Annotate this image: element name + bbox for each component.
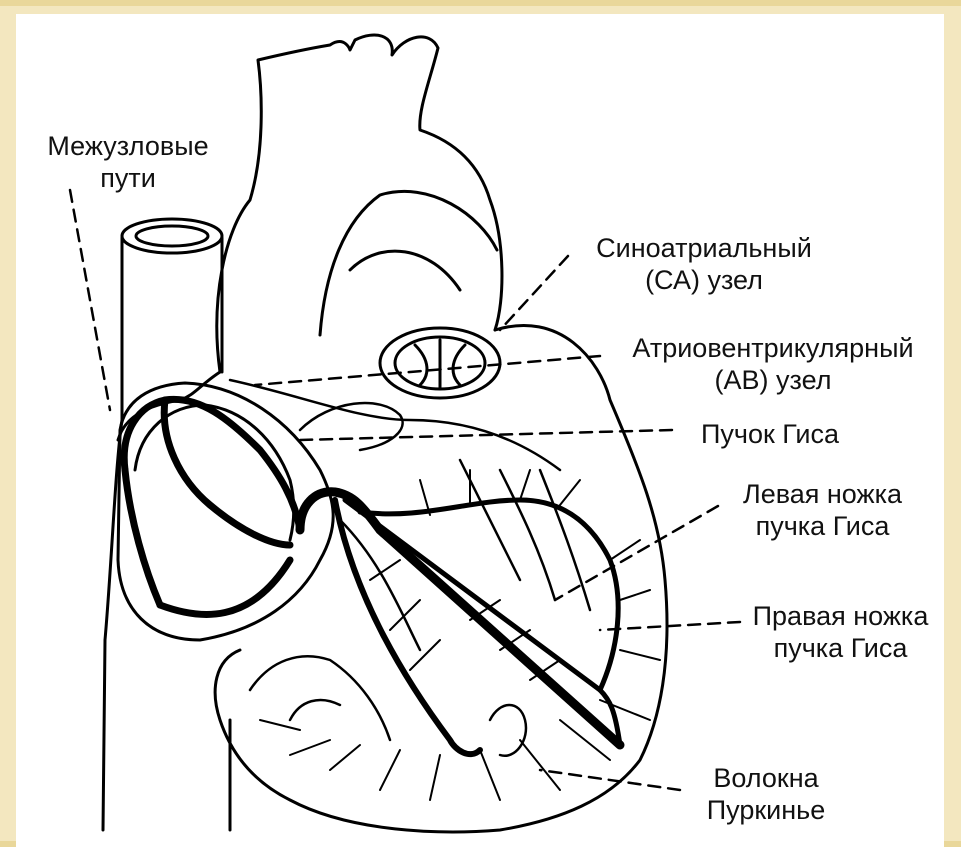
- valve: [380, 328, 500, 398]
- av-node-label: Атриовентрикулярный(АВ) узел: [598, 332, 948, 396]
- vena-cava: [103, 219, 230, 830]
- aorta: [217, 35, 502, 372]
- his-bundle-label: Пучок Гиса: [675, 418, 865, 450]
- sa-node-label: Синоатриальный(СА) узел: [568, 232, 840, 296]
